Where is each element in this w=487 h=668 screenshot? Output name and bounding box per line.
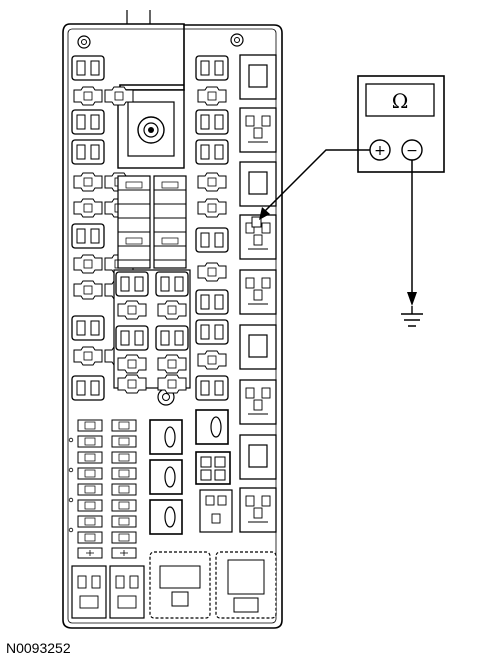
negative-terminal-symbol: −	[406, 143, 418, 159]
lower-middle-relays	[149, 409, 233, 535]
negative-test-lead	[407, 160, 417, 306]
bottom-connector-sockets	[71, 551, 277, 619]
ground-icon	[401, 306, 423, 327]
ohmmeter: Ω + −	[357, 75, 445, 173]
figure-reference-code: N0093252	[6, 640, 71, 656]
positive-terminal-symbol: +	[374, 143, 386, 159]
center-maxi-fuses	[117, 175, 187, 269]
lower-left-fuses	[68, 419, 137, 559]
ohmmeter-display	[365, 83, 435, 117]
ohmmeter-display-symbol: Ω	[392, 89, 409, 113]
positive-test-lead	[259, 149, 370, 220]
battery-stud-terminal	[117, 89, 185, 169]
right-column-relays	[239, 54, 277, 533]
center-fuse-block	[113, 269, 191, 394]
target-relay-terminal	[251, 216, 262, 228]
